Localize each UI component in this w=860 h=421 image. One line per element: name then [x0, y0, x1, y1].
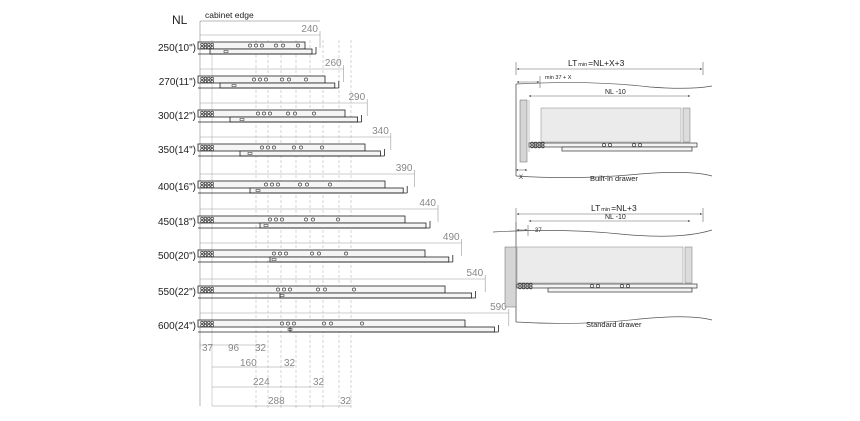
slide-cabinet-rail [197, 143, 366, 152]
slide-mount-holes [200, 320, 364, 328]
slide-mount-holes [200, 42, 300, 50]
dim-37: 37 [202, 343, 214, 354]
standard-rail-holes [518, 282, 630, 290]
slide-nl-label: 250(10") [158, 43, 196, 54]
slide-clip [287, 328, 293, 331]
slide-mount-holes [200, 250, 348, 258]
slide-mount-holes [200, 216, 340, 224]
slide-clip [263, 224, 269, 227]
slide-row: 350(14") 340 [158, 126, 392, 157]
slide-nl-label: 300(12") [158, 111, 196, 122]
standard-drawer-detail: LTmin=NL+3 NL -10 37 Standard drawer [492, 203, 713, 329]
dim-32-a: 32 [255, 343, 267, 354]
slide-mount-holes [200, 110, 316, 118]
built-in-x-label: X [519, 175, 523, 181]
slide-row: 400(16") 390 [158, 163, 415, 194]
slide-mount-holes [200, 144, 324, 152]
slide-mount-holes [200, 181, 332, 189]
slide-cabinet-rail [197, 249, 426, 258]
dim-96: 96 [228, 343, 240, 354]
slide-cabinet-rail [197, 285, 446, 294]
slide-nl-label: 450(18") [158, 217, 196, 228]
slide-drawer-runner [249, 187, 404, 194]
built-in-formula: LTmin=NL+X+3 [568, 58, 625, 68]
slide-drawer-runner [219, 82, 336, 89]
slide-length-label: 440 [419, 198, 436, 209]
slide-clip [271, 258, 277, 261]
slide-row: 500(20") 490 [158, 232, 462, 263]
slide-length-label: 340 [372, 126, 389, 137]
slide-drawer-runner [269, 256, 450, 263]
slide-clip [255, 189, 261, 192]
slide-length-label: 290 [349, 92, 366, 103]
built-in-caption: Built-in drawer [590, 174, 638, 183]
slide-mount-holes [200, 286, 356, 294]
slide-length-label: 590 [490, 302, 507, 313]
slide-row: 300(12") 290 [158, 92, 368, 123]
slide-length-label: 240 [301, 24, 318, 35]
dim-row-1: 37 96 32 [199, 340, 267, 354]
slide-cabinet-rail [197, 215, 406, 224]
dim-160: 160 [240, 358, 257, 369]
slide-row: 270(11") 260 [159, 58, 344, 89]
slide-length-label: 260 [325, 58, 342, 69]
slide-clip [247, 152, 253, 155]
slide-row: 550(22") 540 [158, 268, 486, 299]
dim-224: 224 [253, 377, 270, 388]
slide-cabinet-rail [197, 319, 466, 328]
dim-row-4: 288 32 [212, 396, 352, 407]
built-in-rail-holes [530, 141, 642, 149]
slide-nl-label: 350(14") [158, 145, 196, 156]
slide-nl-label: 400(16") [158, 182, 196, 193]
slide-nl-label: 500(20") [158, 251, 196, 262]
nl-header-label: NL [172, 13, 188, 27]
slide-drawer-runner [289, 326, 495, 333]
slide-row: 600(24") 590 [158, 302, 510, 333]
slide-clip [223, 50, 229, 53]
slide-mount-holes [200, 76, 308, 84]
dim-row-3: 224 32 [212, 377, 325, 388]
slide-row: 250(10") 240 [158, 24, 321, 55]
slide-length-label: 390 [396, 163, 413, 174]
slide-cabinet-rail [197, 180, 386, 189]
slide-drawer-runner [239, 150, 381, 157]
slide-drawer-runner [229, 116, 358, 123]
cabinet-edge-label: cabinet edge [205, 10, 254, 20]
slide-drawer-runner [279, 292, 473, 299]
slide-nl-label: 270(11") [159, 77, 196, 88]
slide-clip [231, 84, 237, 87]
slide-drawer-runner [259, 222, 427, 229]
slide-drawer-runner [209, 48, 313, 55]
slide-row: 450(18") 440 [158, 198, 439, 229]
slide-length-label: 540 [467, 268, 484, 279]
slide-rows: 250(10") 240 270(11") 260 300(12") 290 350(14"… [158, 24, 510, 333]
slide-length-label: 490 [443, 232, 460, 243]
standard-nl-label: NL -10 [605, 214, 626, 221]
standard-caption: Standard drawer [586, 320, 642, 329]
dim-32-d: 32 [340, 396, 352, 407]
dim-32-b: 32 [284, 358, 296, 369]
dim-32-c: 32 [313, 377, 325, 388]
slide-nl-label: 600(24") [158, 321, 196, 332]
built-in-drawer-detail: LTmin=NL+X+3 min 37 + X NL -10 X Built-i… [515, 58, 713, 183]
standard-min-label: 37 [535, 228, 542, 234]
slide-clip [279, 294, 285, 297]
standard-formula: LTmin=NL+3 [591, 203, 637, 213]
slide-clip [239, 118, 245, 121]
dim-288: 288 [268, 396, 285, 407]
bottom-dimensions: 37 96 32 160 32 224 32 288 32 [199, 340, 352, 407]
dim-row-2: 160 32 [212, 358, 296, 369]
built-in-nl-label: NL -10 [605, 89, 626, 96]
built-in-min-label: min 37 + X [545, 75, 572, 81]
slide-nl-label: 550(22") [158, 287, 196, 298]
